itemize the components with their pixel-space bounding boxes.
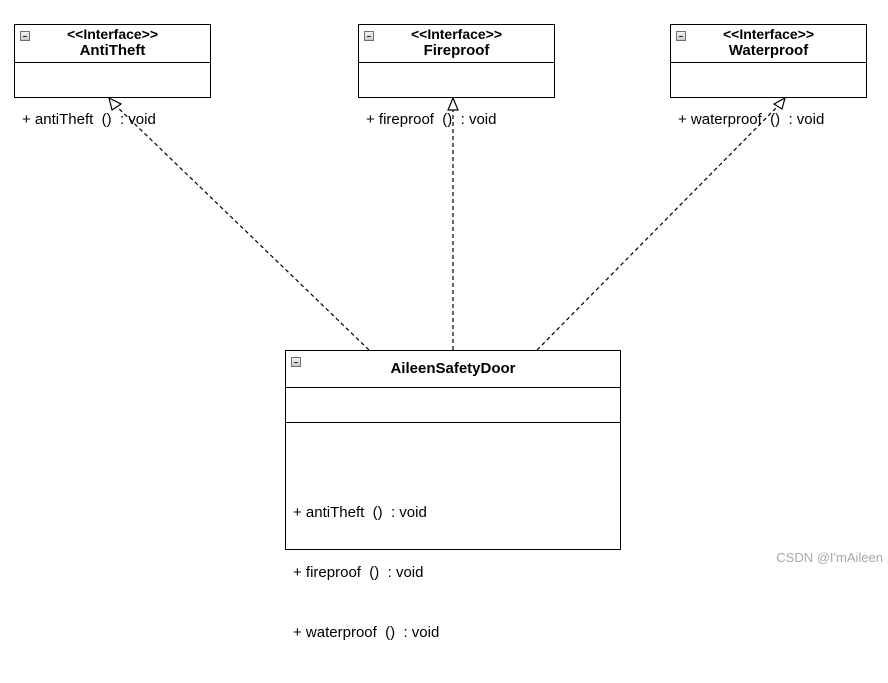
class-header: AileenSafetyDoor bbox=[286, 351, 620, 388]
hollow-triangle-arrowhead-icon bbox=[772, 96, 786, 110]
collapse-toggle-icon[interactable] bbox=[291, 357, 301, 367]
interface-name: Waterproof bbox=[728, 42, 809, 59]
method-row: + fireproof () : void bbox=[293, 564, 424, 581]
stereotype-label: <<Interface>> bbox=[722, 26, 815, 42]
collapse-toggle-icon[interactable] bbox=[20, 31, 30, 41]
realization-line-waterproof[interactable] bbox=[536, 103, 781, 351]
collapse-toggle-icon[interactable] bbox=[364, 31, 374, 41]
method-row: + antiTheft () : void bbox=[293, 504, 427, 521]
collapse-toggle-icon[interactable] bbox=[676, 31, 686, 41]
methods-compartment: + antiTheft () : void bbox=[15, 63, 210, 170]
interface-header: <<Interface>> Waterproof bbox=[671, 25, 866, 63]
interface-waterproof[interactable]: <<Interface>> Waterproof + waterproof ()… bbox=[670, 24, 867, 128]
interface-header: <<Interface>> Fireproof bbox=[359, 25, 554, 63]
method-row: + antiTheft () : void bbox=[22, 111, 156, 128]
interface-name: Fireproof bbox=[423, 42, 490, 59]
methods-compartment: + fireproof () : void bbox=[359, 63, 554, 170]
interface-fireproof[interactable]: <<Interface>> Fireproof + fireproof () :… bbox=[358, 24, 555, 128]
attributes-compartment bbox=[286, 388, 620, 423]
stereotype-label: <<Interface>> bbox=[410, 26, 503, 42]
class-name: AileenSafetyDoor bbox=[390, 360, 516, 377]
hollow-triangle-arrowhead-icon bbox=[108, 96, 123, 111]
interface-header: <<Interface>> AntiTheft bbox=[15, 25, 210, 63]
watermark: CSDN @I'mAileen bbox=[776, 550, 883, 565]
interface-name: AntiTheft bbox=[79, 42, 146, 59]
stereotype-label: <<Interface>> bbox=[66, 26, 159, 42]
method-row: + waterproof () : void bbox=[293, 624, 440, 641]
realization-connectors bbox=[108, 96, 786, 351]
method-row: + waterproof () : void bbox=[678, 111, 825, 128]
methods-compartment: + antiTheft () : void + fireproof () : v… bbox=[286, 423, 620, 683]
methods-compartment: + waterproof () : void bbox=[671, 63, 866, 170]
hollow-triangle-arrowhead-icon bbox=[447, 96, 459, 111]
class-aileensafetydoor[interactable]: AileenSafetyDoor + antiTheft () : void +… bbox=[285, 350, 621, 641]
method-row: + fireproof () : void bbox=[366, 111, 497, 128]
interface-antitheft[interactable]: <<Interface>> AntiTheft + antiTheft () :… bbox=[14, 24, 211, 128]
realization-line-antitheft[interactable] bbox=[112, 102, 370, 351]
